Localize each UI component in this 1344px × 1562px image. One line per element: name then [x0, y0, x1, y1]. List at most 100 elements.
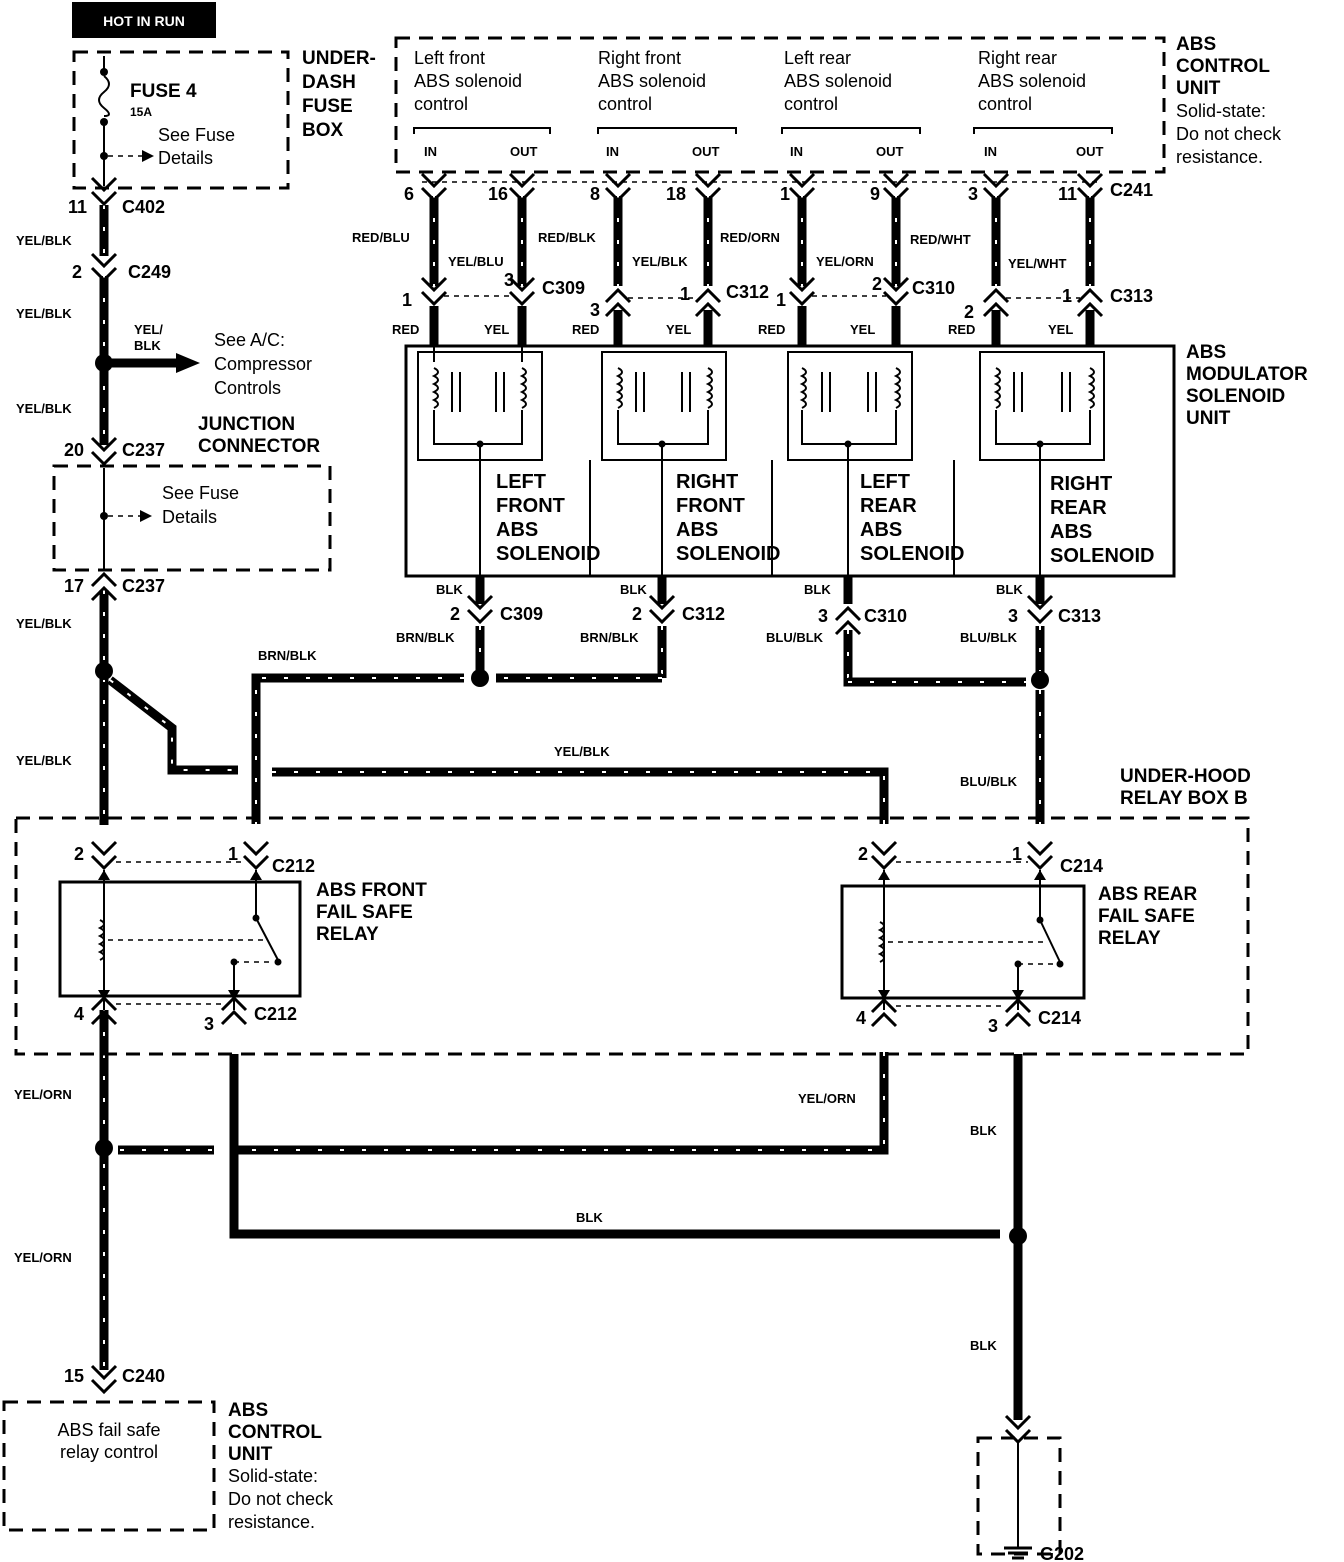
svg-text:YEL: YEL	[850, 322, 875, 337]
connector-c249: 2 C249	[72, 252, 171, 282]
svg-text:See Fuse: See Fuse	[158, 125, 235, 145]
svg-text:BRN/BLK: BRN/BLK	[580, 630, 639, 645]
svg-text:control: control	[978, 94, 1032, 114]
svg-text:See A/C:: See A/C:	[214, 330, 285, 350]
svg-text:YEL: YEL	[666, 322, 691, 337]
under-dash-fuse-box: UNDER- DASH FUSE BOX	[72, 48, 376, 190]
fuse-name: FUSE 4	[130, 81, 197, 102]
brn-blk-front-return: BRN/BLK	[251, 648, 662, 824]
svg-text:C402: C402	[122, 197, 165, 217]
yel-orn-relay-control: YEL/ORN	[118, 1052, 889, 1160]
svg-text:4: 4	[74, 1004, 84, 1024]
svg-text:C310: C310	[912, 278, 955, 298]
svg-text:See Fuse: See Fuse	[162, 483, 239, 503]
svg-text:BLK: BLK	[620, 582, 647, 597]
svg-text:Left front: Left front	[414, 48, 485, 68]
svg-text:2: 2	[964, 302, 974, 322]
svg-text:REAR: REAR	[860, 495, 917, 517]
svg-text:ABS: ABS	[1186, 342, 1226, 363]
svg-text:JUNCTION: JUNCTION	[198, 414, 295, 435]
svg-text:BRN/BLK: BRN/BLK	[396, 630, 455, 645]
svg-text:1: 1	[780, 184, 790, 204]
svg-text:resistance.: resistance.	[1176, 147, 1263, 167]
svg-text:9: 9	[870, 184, 880, 204]
under-hood-relay-box-b: UNDER-HOOD RELAY BOX B	[14, 766, 1251, 1056]
svg-text:IN: IN	[984, 144, 997, 159]
svg-text:RED/BLK: RED/BLK	[538, 230, 596, 245]
svg-text:C310: C310	[864, 606, 907, 626]
connector-c240: 15 C240	[64, 1364, 165, 1394]
svg-text:RELAY BOX B: RELAY BOX B	[1120, 788, 1248, 809]
svg-text:FRONT: FRONT	[676, 495, 745, 517]
svg-text:C214: C214	[1060, 856, 1103, 876]
abs-rear-fail-safe-relay: 2 1 C214 4 3 C214 ABS REAR FAIL SAFE REL…	[840, 840, 1198, 1036]
svg-text:OUT: OUT	[510, 144, 538, 159]
svg-text:1: 1	[1062, 286, 1072, 306]
svg-text:UNIT: UNIT	[1186, 408, 1231, 429]
svg-text:control: control	[414, 94, 468, 114]
ac-compressor-branch: YEL/ BLK See A/C: Compressor Controls	[112, 322, 312, 398]
svg-text:FUSE: FUSE	[302, 96, 353, 117]
junction-connector-c237: JUNCTION CONNECTOR 20 C237 See Fuse Deta…	[52, 414, 332, 602]
svg-text:control: control	[784, 94, 838, 114]
svg-text:17: 17	[64, 576, 84, 596]
svg-text:3: 3	[988, 1016, 998, 1036]
svg-text:IN: IN	[790, 144, 803, 159]
solenoid-left-front: LEFT FRONT ABS SOLENOID	[417, 346, 600, 576]
svg-text:UNIT: UNIT	[1176, 78, 1221, 99]
svg-text:YEL: YEL	[1048, 322, 1073, 337]
svg-text:1: 1	[228, 844, 238, 864]
svg-text:Do not check: Do not check	[1176, 124, 1282, 144]
svg-text:11: 11	[68, 197, 87, 217]
svg-text:ABS: ABS	[1176, 34, 1216, 55]
svg-text:SOLENOID: SOLENOID	[860, 543, 964, 565]
svg-text:1: 1	[1012, 844, 1022, 864]
svg-text:YEL: YEL	[484, 322, 509, 337]
svg-text:18: 18	[666, 184, 686, 204]
svg-text:SOLENOID: SOLENOID	[496, 543, 600, 565]
svg-text:RED: RED	[572, 322, 599, 337]
svg-text:BLK: BLK	[996, 582, 1023, 597]
svg-text:Solid-state:: Solid-state:	[1176, 101, 1266, 121]
svg-text:BLK: BLK	[804, 582, 831, 597]
solenoid-right-rear: RIGHT REAR ABS SOLENOID	[979, 351, 1154, 576]
wire-label: YEL/ORN	[14, 1087, 72, 1102]
svg-text:C214: C214	[1038, 1008, 1081, 1028]
svg-text:C312: C312	[682, 604, 725, 624]
svg-text:YEL/ORN: YEL/ORN	[798, 1091, 856, 1106]
svg-text:C309: C309	[542, 278, 585, 298]
svg-text:FAIL SAFE: FAIL SAFE	[1098, 906, 1195, 927]
svg-text:1: 1	[776, 290, 786, 310]
svg-text:3: 3	[590, 300, 600, 320]
wire-label: YEL/ORN	[14, 1250, 72, 1265]
wire-label: YEL/BLK	[16, 753, 72, 768]
svg-text:CONNECTOR: CONNECTOR	[198, 436, 320, 457]
svg-text:FAIL SAFE: FAIL SAFE	[316, 902, 413, 923]
svg-text:CONTROL: CONTROL	[1176, 56, 1270, 77]
svg-text:ABS: ABS	[228, 1400, 268, 1421]
svg-text:1: 1	[402, 290, 412, 310]
svg-text:ABS solenoid: ABS solenoid	[978, 71, 1086, 91]
svg-text:6: 6	[404, 184, 414, 204]
abs-modulator-solenoid-unit: ABS MODULATOR SOLENOID UNIT	[404, 342, 1308, 578]
svg-text:YEL/BLK: YEL/BLK	[554, 744, 610, 759]
blk-ground-harness: BLK BLK BLK	[229, 1054, 1027, 1420]
ground-g202: G202	[976, 1414, 1084, 1562]
svg-text:3: 3	[818, 606, 828, 626]
svg-text:C237: C237	[122, 576, 165, 596]
abs-front-fail-safe-relay: 2 1 C212 4 3 C212 ABS FRONT FAIL SAFE RE…	[58, 840, 427, 1034]
connector-c402: 11 C402	[68, 176, 165, 217]
svg-text:2: 2	[872, 274, 882, 294]
svg-text:BLU/BLK: BLU/BLK	[960, 774, 1018, 789]
channel-right-rear: Right rear ABS solenoid control IN OUT 3…	[968, 48, 1113, 204]
svg-text:OUT: OUT	[692, 144, 720, 159]
svg-text:IN: IN	[606, 144, 619, 159]
svg-text:UNDER-: UNDER-	[302, 48, 376, 69]
svg-text:YEL/BLK: YEL/BLK	[632, 254, 688, 269]
channel-left-rear: Left rear ABS solenoid control IN OUT 1 …	[780, 48, 921, 204]
svg-text:3: 3	[504, 270, 514, 290]
svg-text:RED: RED	[758, 322, 785, 337]
svg-text:RELAY: RELAY	[316, 924, 379, 945]
svg-text:2: 2	[632, 604, 642, 624]
svg-text:C312: C312	[726, 282, 769, 302]
